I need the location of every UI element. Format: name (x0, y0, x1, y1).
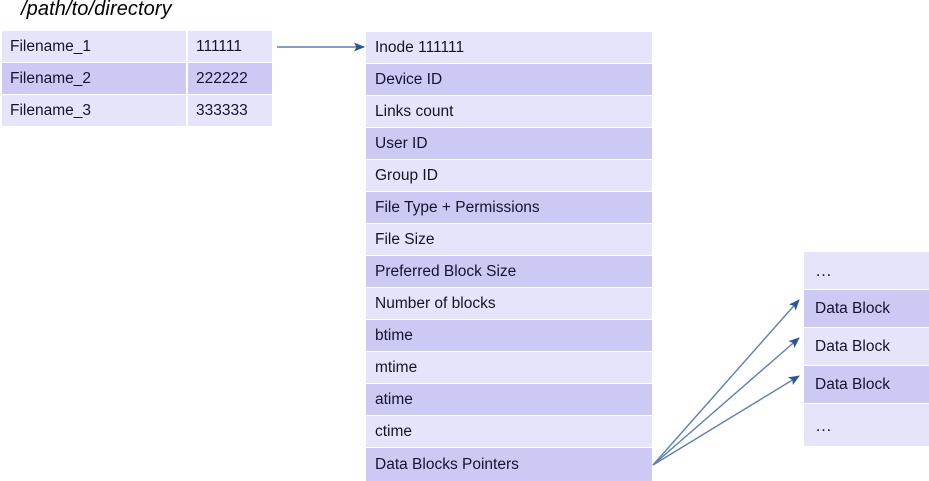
dirent-inode-number: 111111 (196, 38, 242, 55)
inode-field-data-blocks-pointers[interactable]: Data Blocks Pointers (366, 448, 652, 481)
data-block-item[interactable]: Data Block (804, 366, 929, 403)
dirent-filename: Filename_1 (10, 38, 91, 55)
dirent-filename: Filename_2 (10, 70, 91, 87)
dirent-inode-number: 333333 (196, 102, 248, 119)
data-block-table: … Data Block Data Block Data Block … (804, 252, 929, 446)
data-block-ellipsis-top: … (804, 252, 929, 289)
inode-field-user-id[interactable]: User ID (366, 128, 652, 159)
inode-field-file-size[interactable]: File Size (366, 224, 652, 255)
column-divider (186, 95, 188, 126)
inode-field-device-id[interactable]: Device ID (366, 64, 652, 95)
arrow-pointer-to-block-2 (652, 337, 800, 466)
table-row[interactable]: Filename_1 111111 (2, 31, 272, 62)
inode-field-atime[interactable]: atime (366, 384, 652, 415)
table-row[interactable]: Filename_3 333333 (2, 95, 272, 126)
inode-field-btime[interactable]: btime (366, 320, 652, 351)
inode-field-group-id[interactable]: Group ID (366, 160, 652, 191)
inode-field-file-type-permissions[interactable]: File Type + Permissions (366, 192, 652, 223)
inode-field-preferred-block-size[interactable]: Preferred Block Size (366, 256, 652, 287)
inode-field-number-of-blocks[interactable]: Number of blocks (366, 288, 652, 319)
inode-field-links-count[interactable]: Links count (366, 96, 652, 127)
inode-field-mtime[interactable]: mtime (366, 352, 652, 383)
inode-field-inode-number[interactable]: Inode 111111 (366, 32, 652, 63)
directory-table: Filename_1 111111 Filename_2 222222 File… (2, 31, 272, 127)
table-row[interactable]: Filename_2 222222 (2, 63, 272, 94)
column-divider (186, 31, 188, 62)
row-divider (2, 62, 272, 63)
data-block-item[interactable]: Data Block (804, 290, 929, 327)
data-block-ellipsis-bottom: … (804, 404, 929, 446)
dirent-inode-number: 222222 (196, 70, 248, 87)
column-divider (186, 63, 188, 94)
directory-path-title: /path/to/directory (21, 0, 172, 20)
row-divider (2, 94, 272, 95)
arrow-pointer-to-block-1 (652, 299, 800, 466)
arrow-pointer-to-block-3 (652, 375, 800, 466)
inode-table: Inode 111111 Device ID Links count User … (366, 32, 652, 481)
data-block-item[interactable]: Data Block (804, 328, 929, 365)
inode-field-ctime[interactable]: ctime (366, 416, 652, 447)
dirent-filename: Filename_3 (10, 102, 91, 119)
